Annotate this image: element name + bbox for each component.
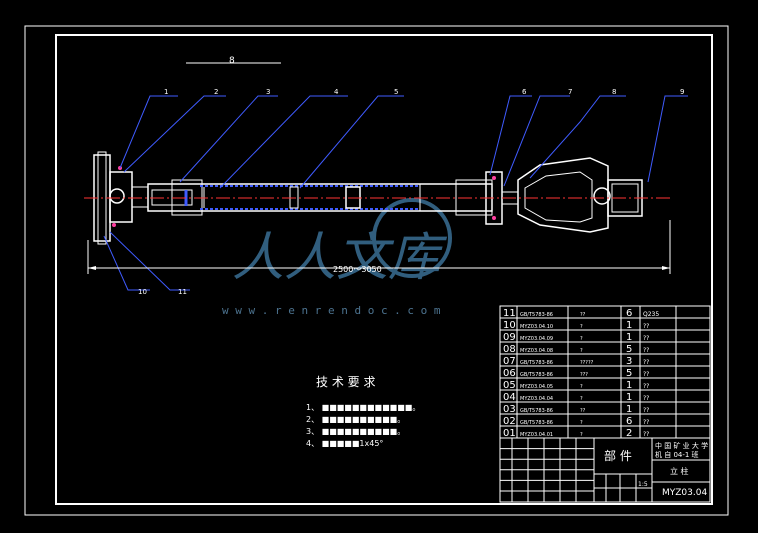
bom-mat-cell: ?? <box>643 407 649 414</box>
bom-no-cell: 11 <box>503 308 516 319</box>
bom-no-cell: 09 <box>503 332 516 343</box>
bom-no-cell: 05 <box>503 380 516 391</box>
bom-name-cell: ? <box>580 324 583 330</box>
title-part: 部 件 <box>604 448 632 463</box>
bom-name-cell: ? <box>580 396 583 402</box>
watermark-url: w w w . r e n r e n d o c . c o m <box>222 304 441 317</box>
balloon-10: 10 <box>138 288 147 296</box>
bom-name-cell: ? <box>580 384 583 390</box>
balloon-11: 11 <box>178 288 187 296</box>
bom-qty-cell: 5 <box>626 344 632 355</box>
balloon-1: 1 <box>164 88 168 96</box>
bom-name-cell: ????? <box>580 360 594 366</box>
bom-mat-cell: ?? <box>643 335 649 342</box>
watermark: 人人文库 w w w . r e n r e n d o c . c o m <box>222 198 452 317</box>
outer-border <box>24 25 729 516</box>
bom-qty-cell: 5 <box>626 368 632 379</box>
bom-mat-cell: ?? <box>643 431 649 438</box>
bom-code-cell: MYZ03.04.01 <box>520 432 553 438</box>
bom-mat-cell: ?? <box>643 359 649 366</box>
bom-no-cell: 03 <box>503 404 516 415</box>
bom-code-cell: MYZ03.04.09 <box>520 336 553 342</box>
bom-qty-cell: 6 <box>626 416 632 427</box>
top-dimension-text: 8 <box>229 56 235 66</box>
bom-no-cell: 01 <box>503 428 516 439</box>
watermark-text: 人人文库 <box>232 228 448 288</box>
bom-no-cell: 04 <box>503 392 516 403</box>
balloon-6: 6 <box>522 88 527 96</box>
bom-code-cell: GB/T5783-86 <box>520 408 553 414</box>
notes-title: 技 术 要 求 <box>316 375 375 389</box>
bom-qty-cell: 6 <box>626 308 632 319</box>
bom-mat-cell: ?? <box>643 371 649 378</box>
bom-name-cell: ? <box>580 420 583 426</box>
note-1: 1、 ■■■■■■■■■■■■。 <box>306 403 420 412</box>
bom-no-cell: 06 <box>503 368 516 379</box>
bom-code-cell: MYZ03.04.10 <box>520 324 553 330</box>
length-dimension: 2500～3050 <box>87 220 671 274</box>
inner-frame <box>55 34 713 505</box>
title-scale: 1:5 <box>638 481 648 488</box>
bom-name-cell: ? <box>580 336 583 342</box>
length-dimension-text: 2500～3050 <box>333 265 382 274</box>
bom-code-cell: MYZ03.04.05 <box>520 384 553 390</box>
bom-mat-cell: ?? <box>643 323 649 330</box>
balloon-4: 4 <box>334 88 339 96</box>
balloon-5: 5 <box>394 88 398 96</box>
bom-qty-cell: 1 <box>626 332 632 343</box>
bom-code-cell: GB/T5783-86 <box>520 360 553 366</box>
watermark-ring <box>372 198 452 278</box>
leaders-top <box>103 95 688 291</box>
balloon-9: 9 <box>680 88 684 96</box>
balloon-labels: 1 2 3 4 5 6 7 8 9 10 11 <box>138 88 684 296</box>
bom-name-cell: ?? <box>580 408 586 414</box>
bom-qty-cell: 2 <box>626 428 632 439</box>
balloon-2: 2 <box>214 88 218 96</box>
bom-code-cell: MYZ03.04.08 <box>520 348 553 354</box>
bom-mat-cell: ?? <box>643 419 649 426</box>
technical-notes: 技 术 要 求 1、 ■■■■■■■■■■■■。 2、 ■■■■■■■■■■。 … <box>306 375 420 448</box>
bom-no-cell: 10 <box>503 320 516 331</box>
title-block: 部 件 中 国 矿 业 大 学 机 自 04-1 班 立 柱 1:5 MYZ03… <box>499 437 711 503</box>
bom-name-cell: ? <box>580 348 583 354</box>
bom-name-cell: ?? <box>580 312 586 318</box>
bom-no-cell: 02 <box>503 416 516 427</box>
bom-no-cell: 07 <box>503 356 516 367</box>
bom-qty-cell: 1 <box>626 380 632 391</box>
note-4: 4、 ■■■■■1x45° <box>306 439 383 448</box>
bom-code-cell: GB/T5783-86 <box>520 420 553 426</box>
bom-code-cell: GB/T5783-86 <box>520 372 553 378</box>
base-socket <box>109 171 133 223</box>
bom-qty-cell: 3 <box>626 356 632 367</box>
bom-mat-cell: Q235 <box>643 311 659 318</box>
note-3: 3、 ■■■■■■■■■■。 <box>306 427 405 436</box>
bom-mat-cell: ?? <box>643 347 649 354</box>
note-2: 2、 ■■■■■■■■■■。 <box>306 415 405 424</box>
title-drawing-no: MYZ03.04 <box>662 488 707 498</box>
bom-code-cell: GB/T5783-86 <box>520 312 553 318</box>
bom-name-cell: ? <box>580 432 583 438</box>
bom-code-cell: MYZ03.04.04 <box>520 396 553 402</box>
top-dimension: 8 <box>186 56 281 66</box>
bom-qty-cell: 1 <box>626 404 632 415</box>
swivel-head <box>517 157 609 233</box>
bom-qty-cell: 1 <box>626 392 632 403</box>
balloon-8: 8 <box>612 88 616 96</box>
title-class: 机 自 04-1 班 <box>655 450 699 459</box>
title-part-name: 立 柱 <box>670 466 689 476</box>
bom-no-cell: 08 <box>503 344 516 355</box>
title-school: 中 国 矿 业 大 学 <box>655 441 708 450</box>
column-assembly <box>84 151 672 245</box>
bom-qty-cell: 1 <box>626 320 632 331</box>
balloon-7: 7 <box>568 88 572 96</box>
balloon-3: 3 <box>266 88 270 96</box>
bom-name-cell: ??? <box>580 372 588 378</box>
bom-mat-cell: ?? <box>643 395 649 402</box>
bom-mat-cell: ?? <box>643 383 649 390</box>
